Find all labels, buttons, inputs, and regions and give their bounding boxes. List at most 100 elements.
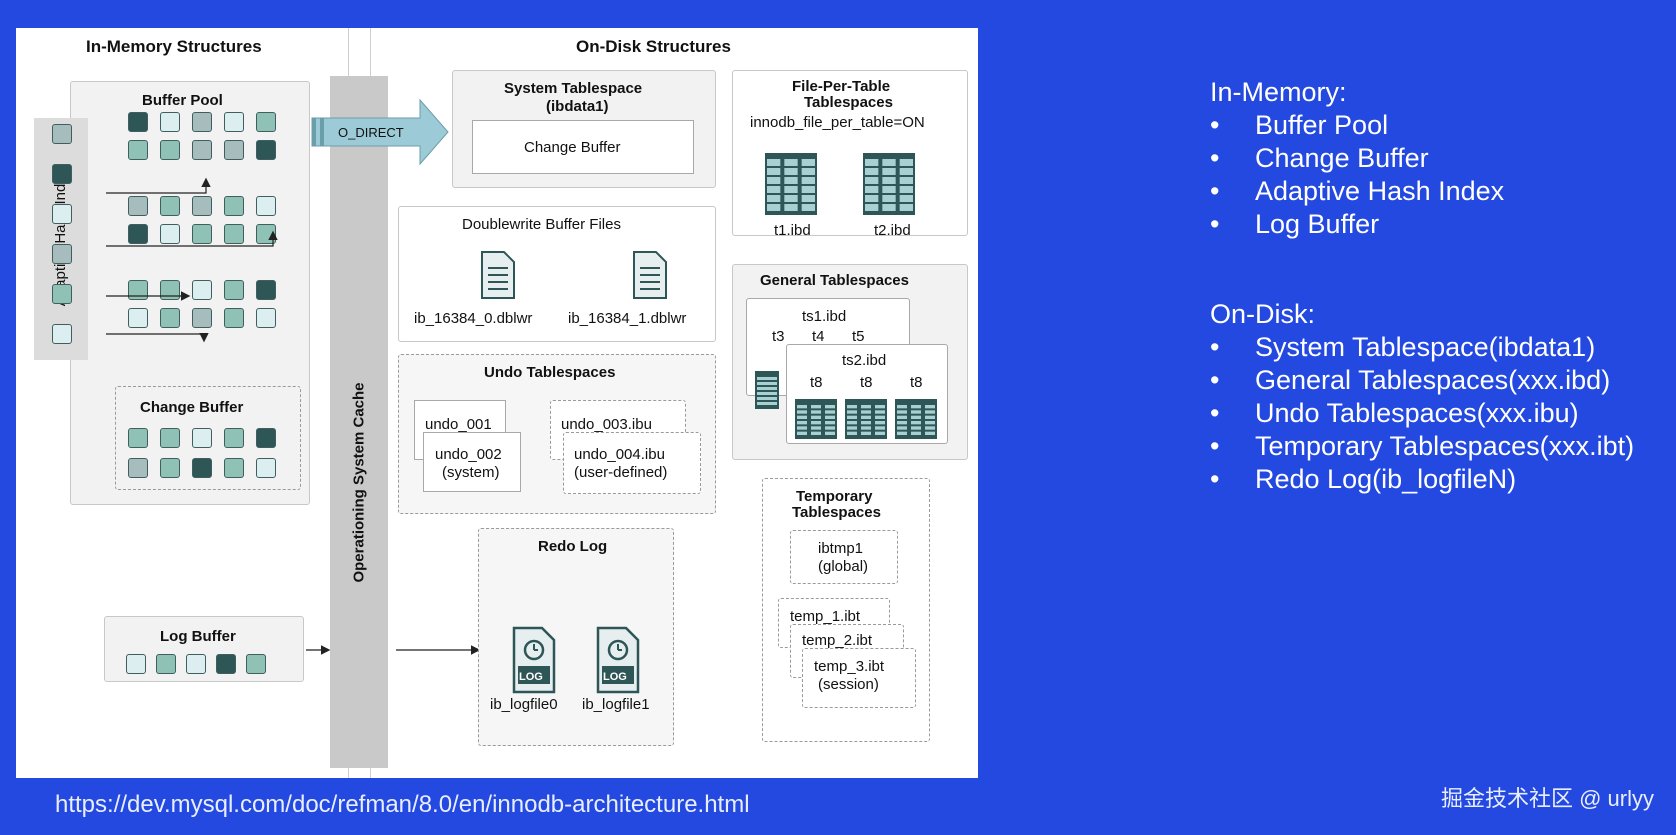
on-disk-summary: On-Disk: System Tablespace(ibdata1)Gener… <box>1210 298 1634 496</box>
change-buffer-page <box>160 428 180 448</box>
ts2-table-label: t8 <box>910 374 923 391</box>
change-buffer-memory <box>115 386 301 490</box>
temporary-tablespaces <box>762 478 930 742</box>
file-per-table-title: File-Per-Table <box>792 78 891 95</box>
on-disk-summary-heading: On-Disk: <box>1210 299 1316 329</box>
change-buffer-page <box>192 458 212 478</box>
undo-002-sub: (system) <box>442 464 500 481</box>
source-url[interactable]: https://dev.mysql.com/doc/refman/8.0/en/… <box>55 791 750 818</box>
summary-item: Redo Log(ib_logfileN) <box>1210 463 1634 496</box>
table-file-icon <box>895 399 937 439</box>
buffer-pool-page <box>224 280 244 300</box>
doublewrite-file-label: ib_16384_0.dblwr <box>414 310 533 327</box>
undo-003-label: undo_003.ibu <box>561 416 652 433</box>
table-file-label: t1.ibd <box>774 222 811 239</box>
redo-log-title: Redo Log <box>538 538 608 555</box>
temp1-label: temp_1.ibt <box>790 608 861 625</box>
buffer-pool-page <box>160 224 180 244</box>
buffer-pool-page <box>192 112 212 132</box>
summary-item: Buffer Pool <box>1210 109 1504 142</box>
buffer-pool-page <box>192 140 212 160</box>
log-file-icon <box>512 626 556 694</box>
buffer-pool-page <box>160 308 180 328</box>
table-file-icon <box>795 399 837 439</box>
summary-item: System Tablespace(ibdata1) <box>1210 331 1634 364</box>
in-memory-summary: In-Memory: Buffer PoolChange BufferAdapt… <box>1210 76 1504 241</box>
in-memory-summary-heading: In-Memory: <box>1210 77 1347 107</box>
temp2-label: temp_2.ibt <box>802 632 873 649</box>
hash-index-entry <box>52 324 72 344</box>
doublewrite-file-icon <box>633 251 667 299</box>
buffer-pool-page <box>256 308 276 328</box>
adaptive-hash-index <box>34 118 88 360</box>
buffer-pool-page <box>128 196 148 216</box>
log-file-icon <box>596 626 640 694</box>
buffer-pool-page <box>160 196 180 216</box>
log-buffer-page <box>186 654 206 674</box>
system-tablespace-subtitle: (ibdata1) <box>546 98 609 115</box>
change-buffer-page <box>128 458 148 478</box>
buffer-pool-page <box>256 280 276 300</box>
file-per-table-title2: Tablespaces <box>804 94 893 111</box>
log-badge: LOG <box>519 671 543 683</box>
summary-item: Undo Tablespaces(xxx.ibu) <box>1210 397 1634 430</box>
undo-001-label: undo_001 <box>425 416 492 433</box>
temp3-label: temp_3.ibt <box>814 658 885 675</box>
change-buffer-page <box>256 458 276 478</box>
ibtmp1-box <box>790 530 898 584</box>
doublewrite-file-icon <box>481 251 515 299</box>
summary-item: Log Buffer <box>1210 208 1504 241</box>
redo-file-label: ib_logfile0 <box>490 696 558 713</box>
redo-file-label: ib_logfile1 <box>582 696 650 713</box>
buffer-pool-page <box>128 308 148 328</box>
ts1-label: ts1.ibd <box>802 308 847 325</box>
ts2-table-label: t8 <box>810 374 823 391</box>
change-buffer-memory-label: Change Buffer <box>140 399 244 416</box>
buffer-pool-page <box>224 112 244 132</box>
summary-item: Change Buffer <box>1210 142 1504 175</box>
temp3-box <box>802 648 916 708</box>
hash-index-entry <box>52 284 72 304</box>
in-memory-summary-list: Buffer PoolChange BufferAdaptive Hash In… <box>1210 109 1504 241</box>
architecture-diagram: In-Memory Structures On-Disk Structures … <box>16 28 978 778</box>
table-file-icon <box>845 399 887 439</box>
change-buffer-page <box>160 458 180 478</box>
buffer-pool-page <box>128 112 148 132</box>
buffer-pool-page <box>128 140 148 160</box>
undo-002-label: undo_002 <box>435 446 502 463</box>
change-buffer-page <box>256 428 276 448</box>
undo-004-sub: (user-defined) <box>574 464 668 481</box>
undo-002-box <box>423 432 521 492</box>
on-disk-summary-list: System Tablespace(ibdata1)General Tables… <box>1210 331 1634 496</box>
change-buffer-page <box>224 428 244 448</box>
buffer-pool-page <box>224 196 244 216</box>
ts1-table-label: t4 <box>812 328 825 345</box>
o-direct-label: O_DIRECT <box>338 125 404 140</box>
doublewrite-title: Doublewrite Buffer Files <box>462 216 621 233</box>
log-buffer-label: Log Buffer <box>160 628 236 645</box>
buffer-pool-page <box>192 280 212 300</box>
system-change-buffer <box>472 120 694 174</box>
log-buffer-page <box>246 654 266 674</box>
buffer-pool-page <box>192 196 212 216</box>
summary-item: Adaptive Hash Index <box>1210 175 1504 208</box>
system-change-buffer-label: Change Buffer <box>524 139 621 156</box>
summary-item: Temporary Tablespaces(xxx.ibt) <box>1210 430 1634 463</box>
buffer-pool-page <box>256 196 276 216</box>
change-buffer-page <box>192 428 212 448</box>
log-buffer-page <box>126 654 146 674</box>
log-buffer-page <box>156 654 176 674</box>
summary-item: General Tablespaces(xxx.ibd) <box>1210 364 1634 397</box>
table-file-icon <box>863 153 915 215</box>
in-memory-heading: In-Memory Structures <box>86 37 262 56</box>
hash-index-entry <box>52 204 72 224</box>
os-cache <box>330 76 388 768</box>
buffer-pool-page <box>160 140 180 160</box>
buffer-pool-page <box>192 224 212 244</box>
log-badge: LOG <box>603 671 627 683</box>
buffer-pool-label: Buffer Pool <box>142 92 223 109</box>
change-buffer-page <box>128 428 148 448</box>
ibtmp1-sub: (global) <box>818 558 869 575</box>
system-tablespace-title: System Tablespace <box>504 80 643 97</box>
hash-index-entry <box>52 124 72 144</box>
